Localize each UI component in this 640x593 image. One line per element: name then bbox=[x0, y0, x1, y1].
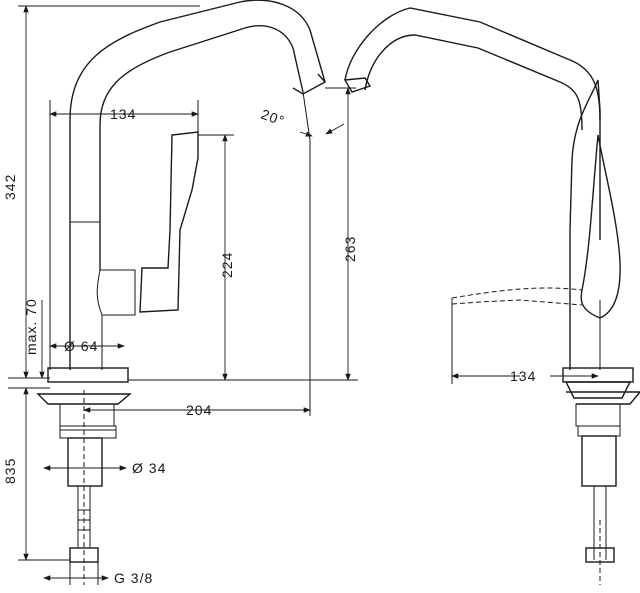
right-faucet-view bbox=[343, 7, 640, 585]
left-faucet-view bbox=[36, 0, 327, 585]
label-835: 835 bbox=[2, 458, 18, 484]
dimension-lines bbox=[8, 5, 599, 585]
label-diameter-64: Ø 64 bbox=[64, 338, 98, 354]
label-diameter-34: Ø 34 bbox=[132, 460, 166, 476]
label-134-left: 134 bbox=[110, 106, 136, 122]
label-g-3-8: G 3/8 bbox=[114, 570, 153, 586]
label-263: 263 bbox=[342, 236, 358, 262]
label-224: 224 bbox=[219, 252, 235, 278]
dimension-labels: 342 max. 70 835 134 20° 224 263 Ø 64 204… bbox=[2, 106, 536, 586]
label-20-deg: 20° bbox=[259, 106, 287, 129]
label-204: 204 bbox=[186, 402, 212, 418]
label-max-70: max. 70 bbox=[23, 298, 39, 355]
label-342: 342 bbox=[2, 174, 18, 200]
label-134-right: 134 bbox=[510, 368, 536, 384]
